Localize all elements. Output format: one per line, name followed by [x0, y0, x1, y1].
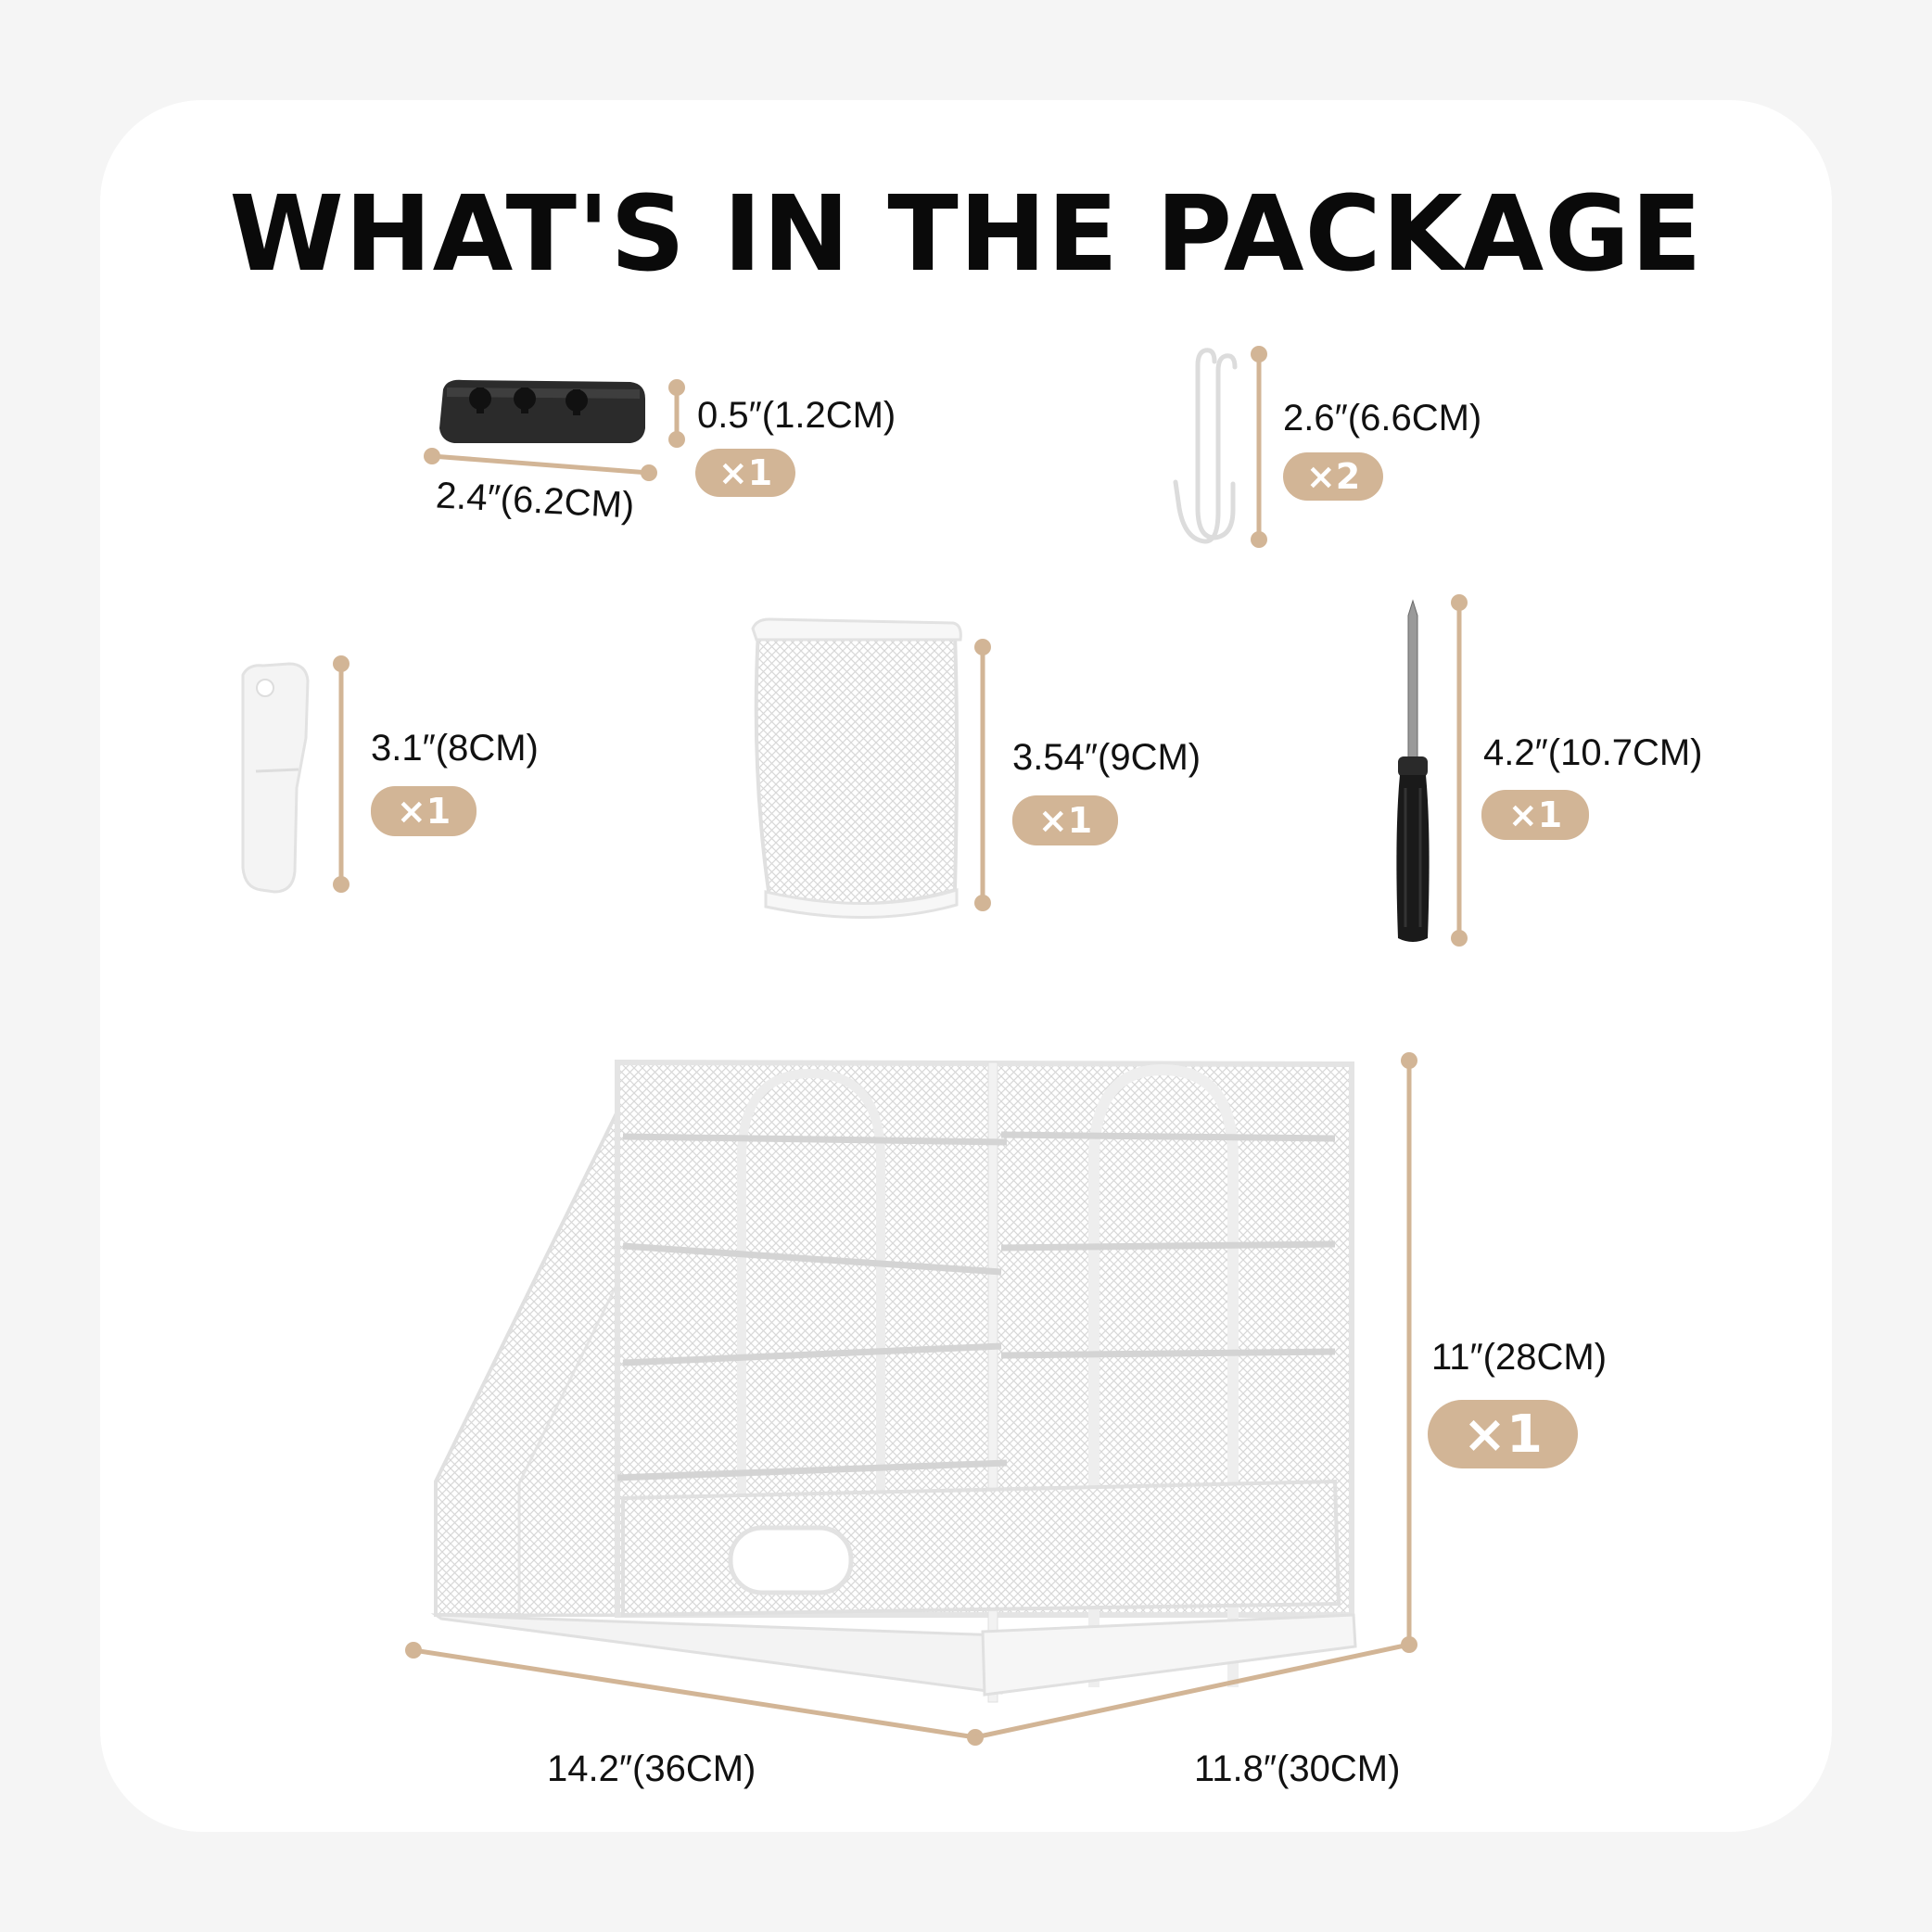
- organizer-height-label: 11″(28CM): [1431, 1337, 1608, 1378]
- cable-clip-width-line: [424, 448, 657, 481]
- cable-clip-height-line: [668, 379, 685, 448]
- cable-clip-width-label: 2.4″(6.2CM): [434, 475, 636, 527]
- clip-height-label: 3.1″(8CM): [371, 728, 539, 769]
- screwdriver-height-line: [1451, 594, 1468, 947]
- mesh-pen-cup-image: [751, 617, 962, 920]
- clip-image: [241, 662, 310, 894]
- organizer-qty-badge: ×1: [1428, 1400, 1578, 1468]
- pen-cup-height-label: 3.54″(9CM): [1012, 737, 1201, 778]
- clip-qty-badge: ×1: [371, 786, 477, 836]
- screwdriver-qty-badge: ×1: [1481, 790, 1589, 840]
- organizer-width-label: 14.2″(36CM): [547, 1748, 756, 1789]
- page-title: WHAT'S IN THE PACKAGE: [229, 174, 1703, 295]
- hook-image: [1173, 348, 1238, 544]
- cable-clip-image: [439, 379, 645, 443]
- organizer-width-line: [405, 1642, 984, 1746]
- organizer-height-line: [1401, 1052, 1417, 1653]
- hook-height-label: 2.6″(6.6CM): [1283, 398, 1482, 439]
- clip-height-line: [333, 655, 350, 893]
- organizer-depth-line: [974, 1642, 1410, 1740]
- organizer-depth-label: 11.8″(30CM): [1194, 1748, 1401, 1789]
- pen-cup-qty-badge: ×1: [1012, 795, 1118, 845]
- screwdriver-height-label: 4.2″(10.7CM): [1483, 732, 1703, 773]
- screwdriver-image: [1396, 599, 1430, 942]
- hook-height-line: [1251, 346, 1267, 548]
- hook-qty-badge: ×2: [1283, 452, 1383, 501]
- cable-clip-qty-badge: ×1: [695, 449, 795, 497]
- desk-organizer-image: [430, 1059, 1357, 1703]
- cable-clip-height-label: 0.5″(1.2CM): [697, 395, 896, 436]
- pen-cup-height-line: [974, 639, 991, 911]
